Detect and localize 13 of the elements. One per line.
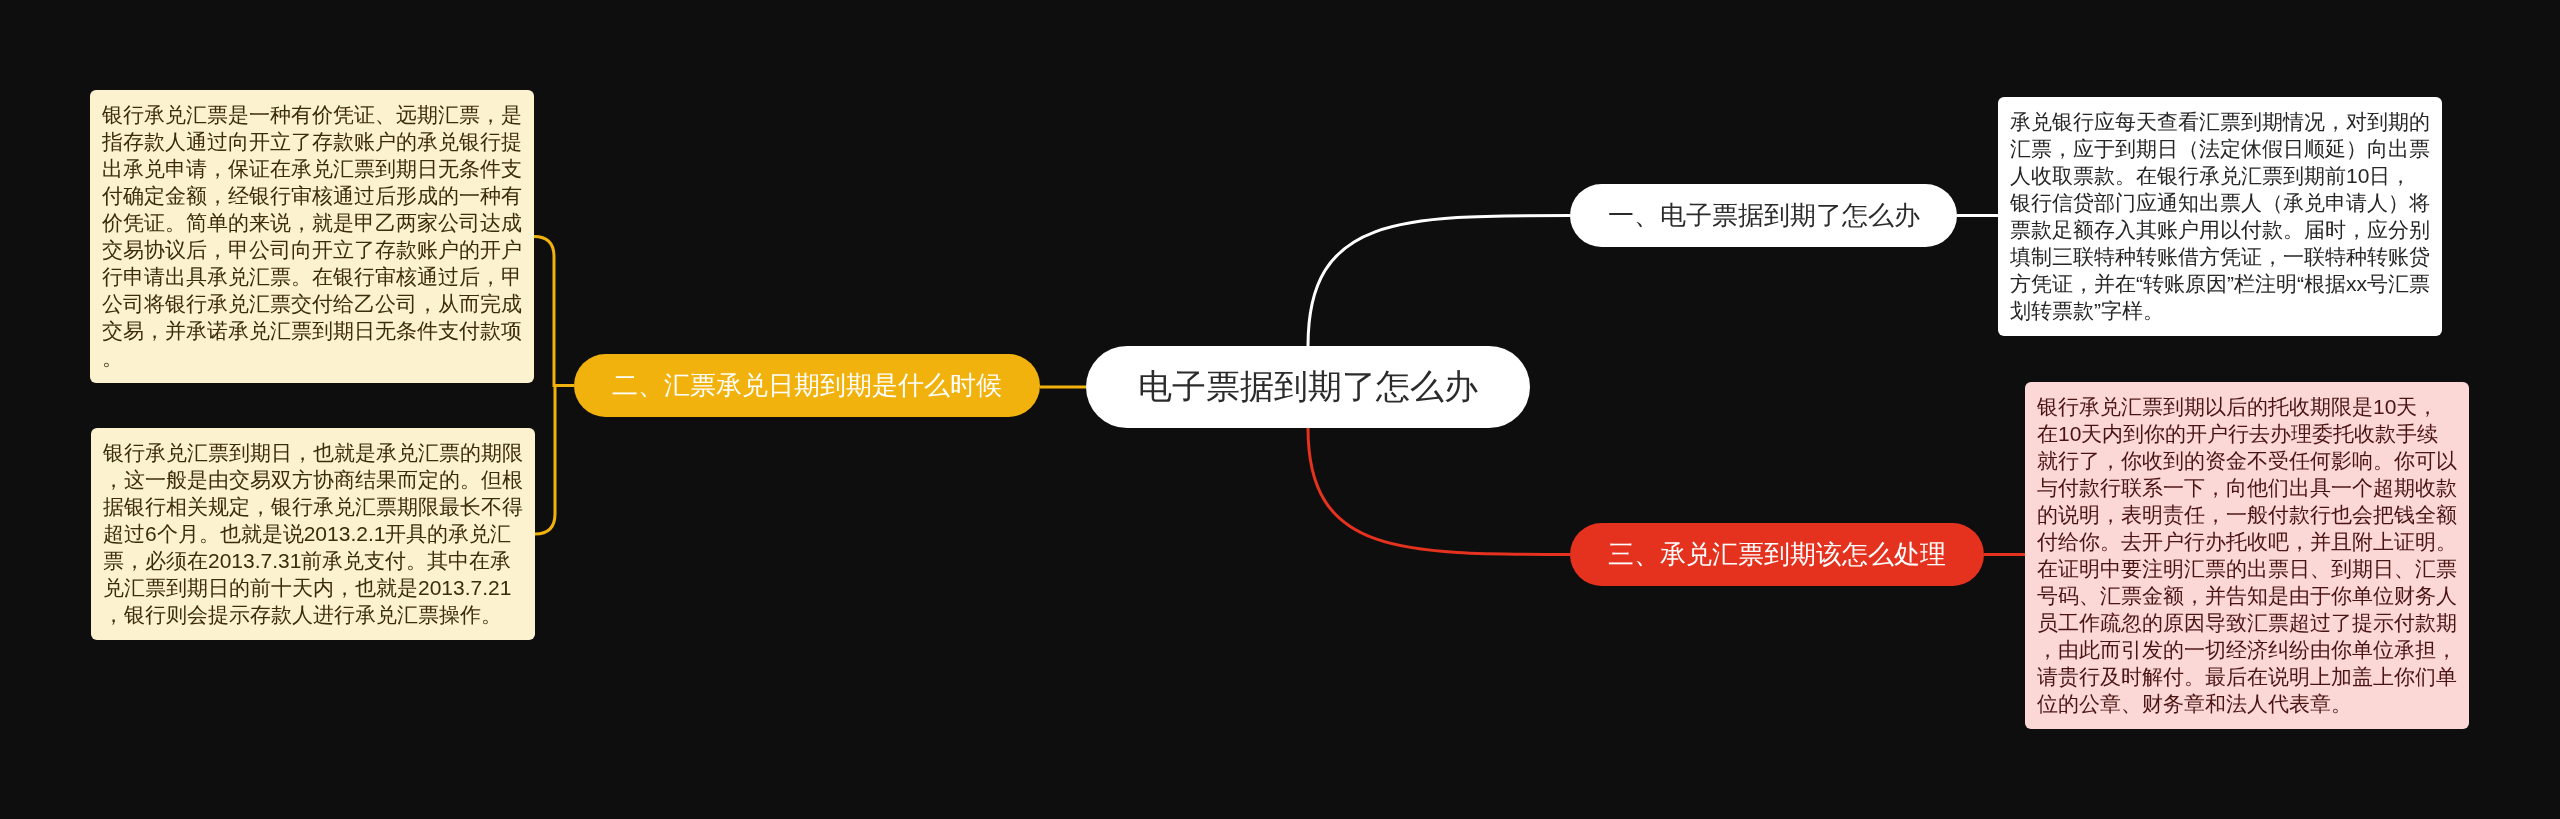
note-card: 银行承兑汇票到期以后的托收期限是10天，在10天内到你的开户行去办理委托收款手续就行了，你收到的资金不受任何影响。你可以与付款行联系一下，向他们出具一个超期收款的说明，表明责任，一般付款行也会把钱全额付给你。去开户行办托收吧，并且附上证明。在证明中要注明汇票的出票日、到期日、汇票号码、汇票金额，并告知是由于你单位财务人员工作疏忽的原因导致汇票超过了提示付款期，由此而引发的一切经济纠纷由你单位承担，请贵行及时解付。最后在说明上加盖上你们单位的公章、财务章和法人代表章。 bbox=[2025, 382, 2469, 729]
connector-line bbox=[1306, 427, 1570, 556]
connector-line bbox=[1306, 214, 1570, 347]
central-topic: 电子票据到期了怎么办 bbox=[1086, 346, 1530, 428]
connector-line bbox=[1957, 214, 1998, 217]
note-card: 银行承兑汇票是一种有价凭证、远期汇票，是指存款人通过向开立了存款账户的承兑银行提出承兑申请，保证在承兑汇票到期日无条件支付确定金额，经银行审核通过后形成的一种有价凭证。简单的来说，就是甲乙两家公司达成交易协议后，甲公司向开立了存款账户的开户行申请出具承兑汇票。在银行审核通过后，甲公司将银行承兑汇票交付给乙公司，从而完成交易，并承诺承兑汇票到期日无条件支付款项。 bbox=[90, 90, 534, 383]
branch-topic: 一、电子票据到期了怎么办 bbox=[1570, 184, 1957, 247]
note-card: 承兑银行应每天查看汇票到期情况，对到期的汇票，应于到期日（法定休假日顺延）向出票人收取票款。在银行承兑汇票到期前10日，银行信贷部门应通知出票人（承兑申请人）将票款足额存入其账户用以付款。届时，应分别填制三联特种转账借方凭证，一联特种转账贷方凭证，并在“转账原因”栏注明“根据xx号汇票划转票款”字样。 bbox=[1998, 97, 2442, 336]
branch-topic: 三、承兑汇票到期该怎么处理 bbox=[1570, 523, 1984, 586]
connector-line bbox=[1984, 553, 2025, 556]
branch-topic: 二、汇票承兑日期到期是什么时候 bbox=[574, 354, 1040, 417]
note-card: 银行承兑汇票到期日，也就是承兑汇票的期限，这一般是由交易双方协商结果而定的。但根据银行相关规定，银行承兑汇票期限最长不得超过6个月。也就是说2013.2.1开具的承兑汇票，必须在2013.7.31前承兑支付。其中在承兑汇票到期日的前十天内，也就是2013.7.21，银行则会提示存款人进行承兑汇票操作。 bbox=[91, 428, 535, 640]
connector-line bbox=[1040, 385, 1086, 389]
